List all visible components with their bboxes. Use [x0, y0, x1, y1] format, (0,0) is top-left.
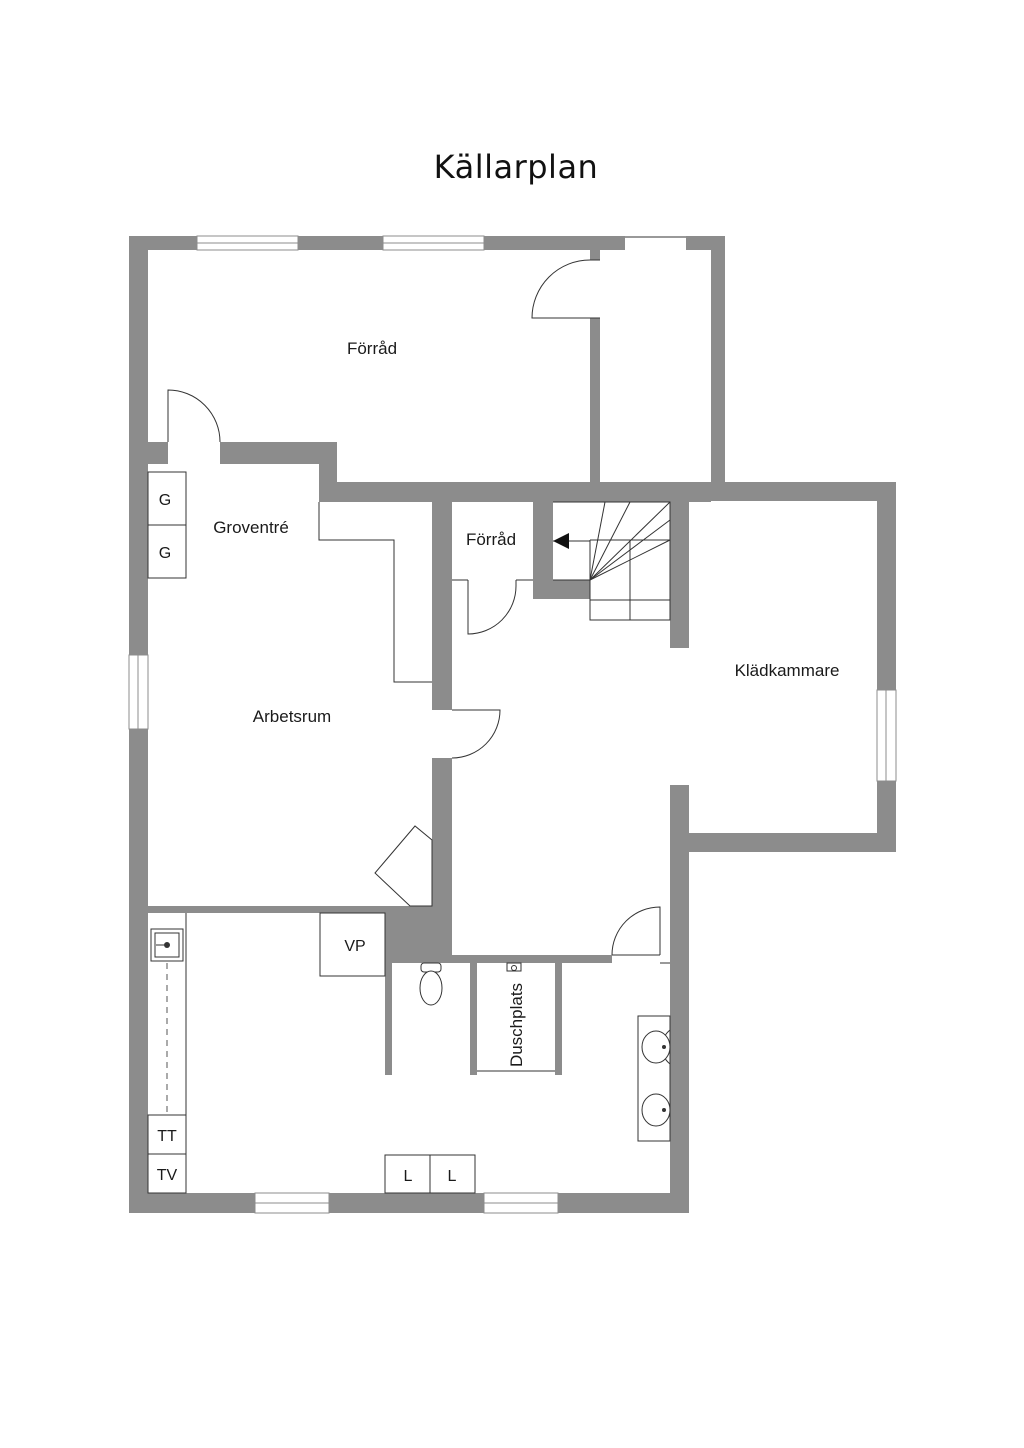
fixture-tt-box — [147, 1114, 187, 1155]
wall-small-forrad-left — [432, 502, 452, 710]
wall-stair-right — [670, 502, 689, 648]
washbasin-icon — [637, 1015, 671, 1142]
wall-bath-top — [385, 955, 612, 963]
wall-shower-right — [555, 963, 562, 1075]
wall-left-upper-segment — [129, 250, 143, 442]
wall-stair-bottom — [533, 580, 590, 599]
wall-outer-right-lower — [670, 785, 689, 1213]
wall-corridor-top — [319, 482, 711, 502]
door-forrad-closet — [531, 259, 600, 319]
window-top-1 — [196, 235, 299, 251]
door-forrad-groventre — [167, 389, 221, 443]
fixture-l1-label: L — [404, 1168, 413, 1185]
cabinet-arbetsrum — [374, 825, 433, 907]
wall-forrad-bottom — [220, 442, 337, 464]
wall-outer-bottom — [129, 1193, 689, 1213]
room-label-duschplats: Duschplats — [507, 983, 526, 1067]
room-label-forrad-large: Förråd — [347, 339, 397, 358]
wall-arbetsrum-bottom — [148, 906, 452, 913]
arrow-left-icon — [553, 533, 569, 549]
wall-central-block — [385, 906, 452, 963]
fixture-l2-label: L — [448, 1168, 457, 1185]
wall-forrad-right-lower — [590, 318, 600, 482]
doors — [167, 259, 661, 956]
room-label-forrad-small: Förråd — [466, 530, 516, 549]
fixture-g1-label: G — [159, 492, 171, 509]
wall-outer-bottom-east — [689, 833, 896, 852]
sink-icon — [150, 928, 184, 962]
fixture-vp-box — [319, 912, 386, 977]
wall-forrad-right — [590, 250, 600, 260]
shower-mixer-icon — [506, 962, 522, 972]
windows — [128, 235, 897, 1214]
room-label-groventre: Groventré — [213, 518, 289, 537]
window-top-2 — [382, 235, 485, 251]
wall-forrad-bottom-left — [143, 442, 168, 464]
fixtures: G G VP TT TV L L — [147, 471, 671, 1194]
door-arbetsrum — [451, 709, 501, 759]
fixture-l2-box — [429, 1154, 476, 1194]
fixture-g2-label: G — [159, 545, 171, 562]
room-labels: Förråd Förråd Groventré Arbetsrum Klädka… — [213, 339, 839, 1067]
wall-outer-right-east — [877, 482, 896, 852]
plan-title: Källarplan — [433, 148, 599, 186]
fixture-tv-box — [147, 1153, 187, 1194]
wall-shower-left — [470, 963, 477, 1075]
window-right-east — [876, 689, 897, 782]
room-label-kladkammare: Klädkammare — [735, 661, 840, 680]
fixture-g1-box — [147, 471, 187, 526]
fixture-tt-label: TT — [157, 1128, 177, 1145]
fixture-l1-box — [384, 1154, 431, 1194]
room-label-arbetsrum: Arbetsrum — [253, 707, 331, 726]
toilet-icon — [419, 962, 443, 1006]
window-bottom-1 — [254, 1192, 330, 1214]
wall-small-forrad-right — [533, 502, 553, 599]
groventre-partition — [318, 502, 432, 683]
window-bottom-2 — [483, 1192, 559, 1214]
wall-outer-right-upper — [711, 236, 725, 482]
fixture-g2-box — [147, 524, 187, 579]
window-left — [128, 654, 149, 730]
wall-outer-top-east — [711, 482, 896, 501]
staircase — [553, 501, 671, 621]
wall-wc-left — [385, 963, 392, 1075]
outside-door-opening — [625, 236, 686, 250]
fixture-vp-label: VP — [344, 938, 365, 955]
fixture-tv-label: TV — [157, 1167, 178, 1184]
door-small-forrad — [467, 580, 517, 635]
door-bath — [611, 906, 661, 956]
